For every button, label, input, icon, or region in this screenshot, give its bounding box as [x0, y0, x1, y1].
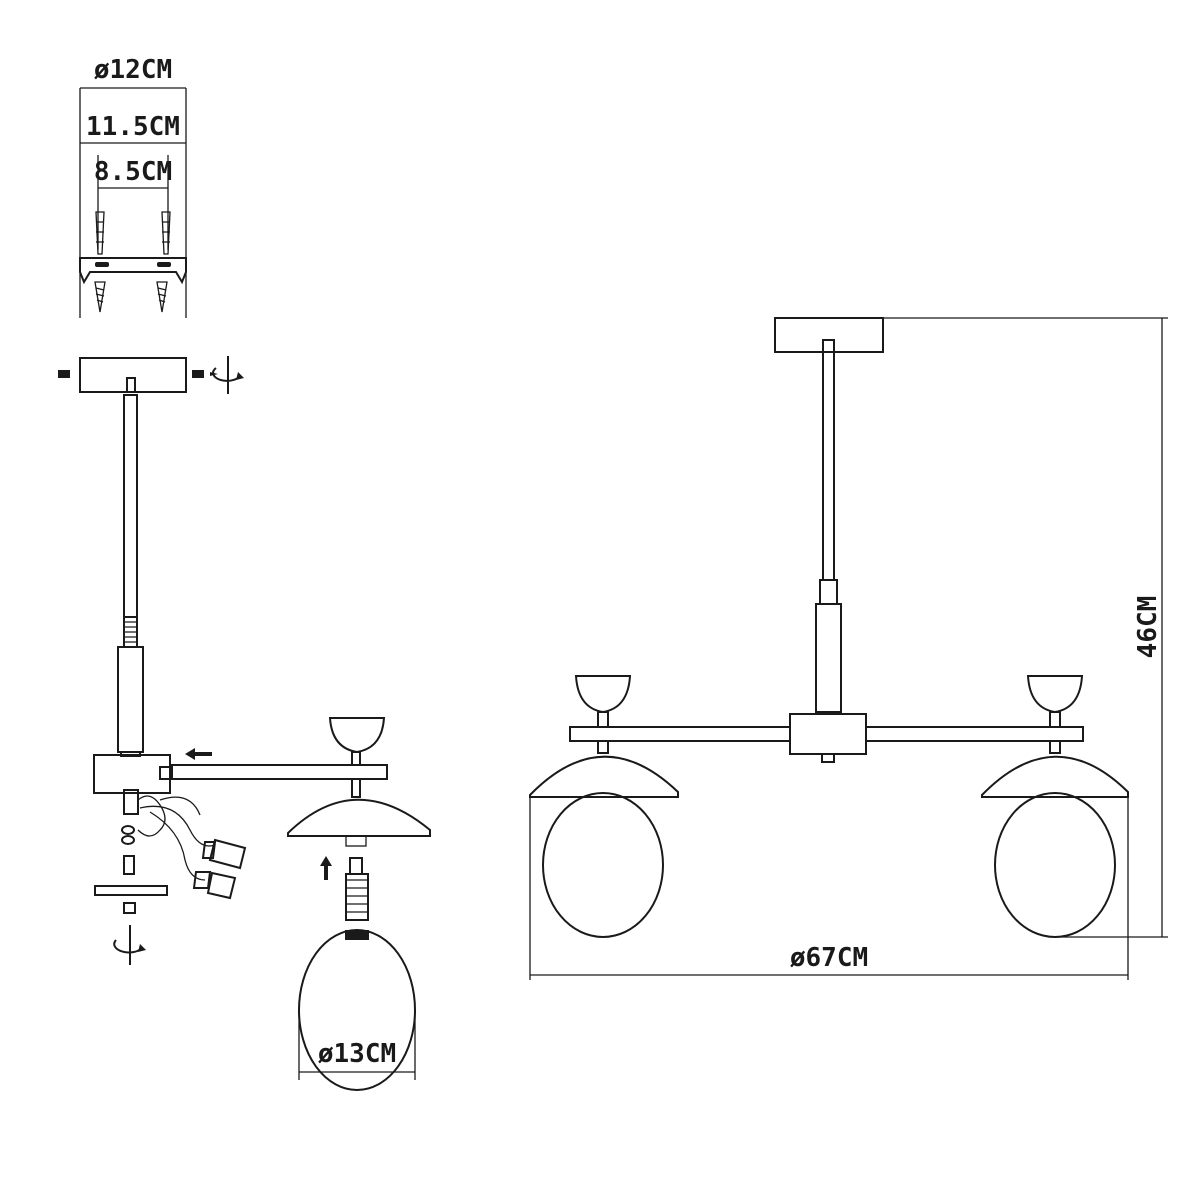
front-lamp-right — [981, 675, 1129, 938]
stem-side — [117, 394, 144, 757]
canopy-diameter-label: ø12CM — [94, 55, 172, 85]
hub-side — [93, 754, 171, 794]
arrow-icon — [320, 856, 332, 880]
front-stem — [815, 351, 842, 713]
total-width-label: ø67CM — [790, 943, 868, 973]
arrow-icon — [185, 748, 212, 760]
rotate-icon — [113, 925, 146, 965]
rotate-icon — [212, 356, 244, 394]
front-canopy — [774, 317, 884, 353]
canopy-side — [58, 357, 218, 393]
wire-connector-icon — [121, 789, 216, 881]
arm-exploded — [171, 751, 388, 780]
bracket-dimension-group: ø12CM 11.5CM 8.5CM — [79, 55, 187, 318]
base-plate — [94, 885, 168, 914]
width-dimension-group: ø67CM — [529, 797, 1129, 980]
shade-exploded — [287, 778, 431, 847]
bracket-inner-label: 8.5CM — [94, 157, 172, 187]
mounting-bracket — [79, 211, 187, 313]
cup-holder — [328, 717, 386, 754]
front-lamp-left — [529, 675, 679, 938]
bracket-outer-label: 11.5CM — [86, 112, 180, 142]
height-dimension-group: 46CM — [883, 317, 1168, 938]
shade-dimension-group: ø13CM — [298, 1010, 416, 1080]
shade-diameter-label: ø13CM — [318, 1039, 396, 1069]
bulb-icon — [345, 857, 369, 921]
wall-plug-icon — [95, 211, 171, 255]
front-arm — [569, 726, 1084, 742]
socket-icon — [192, 838, 247, 900]
total-height-label: 46CM — [1133, 596, 1163, 659]
front-hub — [789, 713, 867, 763]
screw-icon — [94, 281, 168, 313]
